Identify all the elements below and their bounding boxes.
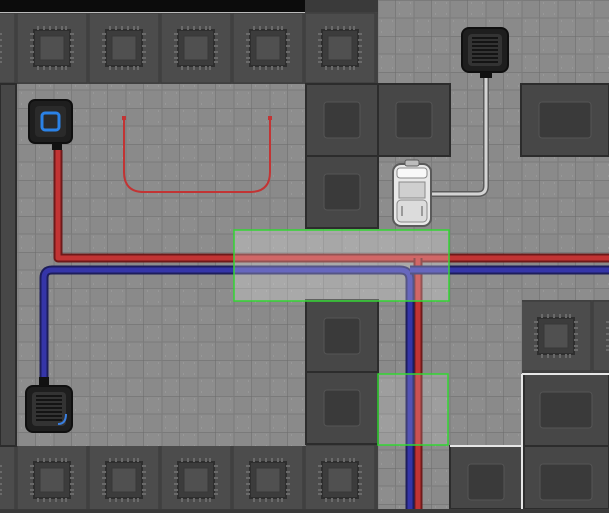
supply-pipe[interactable] [53,116,609,509]
selection-lower[interactable] [377,373,449,446]
floor-right-lower[interactable] [450,300,522,446]
floor-right-column[interactable] [521,0,609,84]
air-alarm-icon[interactable] [28,99,73,150]
scrubber-vent-icon[interactable] [25,377,73,433]
vent-icon[interactable] [461,27,509,78]
top-hud-bar [0,0,305,13]
wall-insets [323,101,593,501]
selection-main[interactable] [233,229,450,302]
floor-corridor[interactable] [16,228,609,300]
canister-icon[interactable] [392,159,432,227]
connector-pipe[interactable] [428,70,489,197]
scrubber-pipe[interactable] [39,265,609,509]
